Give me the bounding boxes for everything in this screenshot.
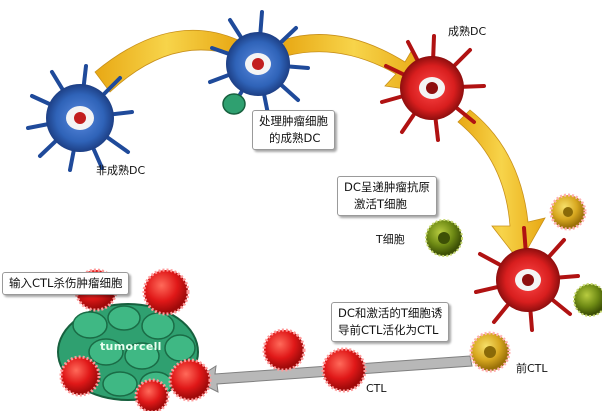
immature-dc-label: 非成熟DC [96, 164, 146, 177]
ctl-cell [142, 268, 190, 316]
ctl-cell [262, 328, 306, 372]
ctl-cell [59, 355, 101, 397]
t-cell-label: T细胞 [376, 233, 405, 246]
pre-ctl-cell-top [549, 193, 587, 231]
box-line: 输入CTL杀伤肿瘤细胞 [9, 276, 123, 290]
box-line: 激活T细胞 [354, 197, 408, 211]
ctl-cell [134, 378, 170, 411]
box-line: 处理肿瘤细胞 [259, 114, 328, 128]
box-line: DC呈递肿瘤抗原 [344, 180, 430, 194]
ctl-cell [168, 358, 212, 402]
mature-dc-label: 成熟DC [448, 25, 487, 38]
tumor-fragment [222, 93, 246, 115]
tumor-pulsed-dc-box: 处理肿瘤细胞 的成熟DC [252, 110, 335, 150]
box-line: DC和激活的T细胞诱 [338, 306, 443, 320]
ctl-activation-box: DC和激活的T细胞诱 导前CTL活化为CTL [331, 302, 450, 342]
t-cell-right [573, 283, 602, 317]
presenting-dc [474, 226, 580, 332]
pre-ctl-label: 前CTL [516, 362, 548, 375]
ctl-label: CTL [366, 382, 387, 395]
tumor-cell-label: tumorcell [100, 340, 162, 353]
box-line: 的成熟DC [269, 131, 321, 145]
ctl-infusion-box: 输入CTL杀伤肿瘤细胞 [2, 272, 130, 295]
antigen-presentation-box: DC呈递肿瘤抗原 激活T细胞 [337, 176, 437, 216]
ctl-cell [321, 347, 367, 393]
presentation-arrow [457, 109, 546, 263]
box-line: 导前CTL活化为CTL [338, 323, 439, 337]
tumor-pulsed-dc [208, 10, 310, 116]
pre-ctl-cell [469, 331, 511, 373]
mature-dc [380, 34, 486, 142]
t-cell [425, 219, 463, 257]
immature-dc [26, 64, 134, 172]
